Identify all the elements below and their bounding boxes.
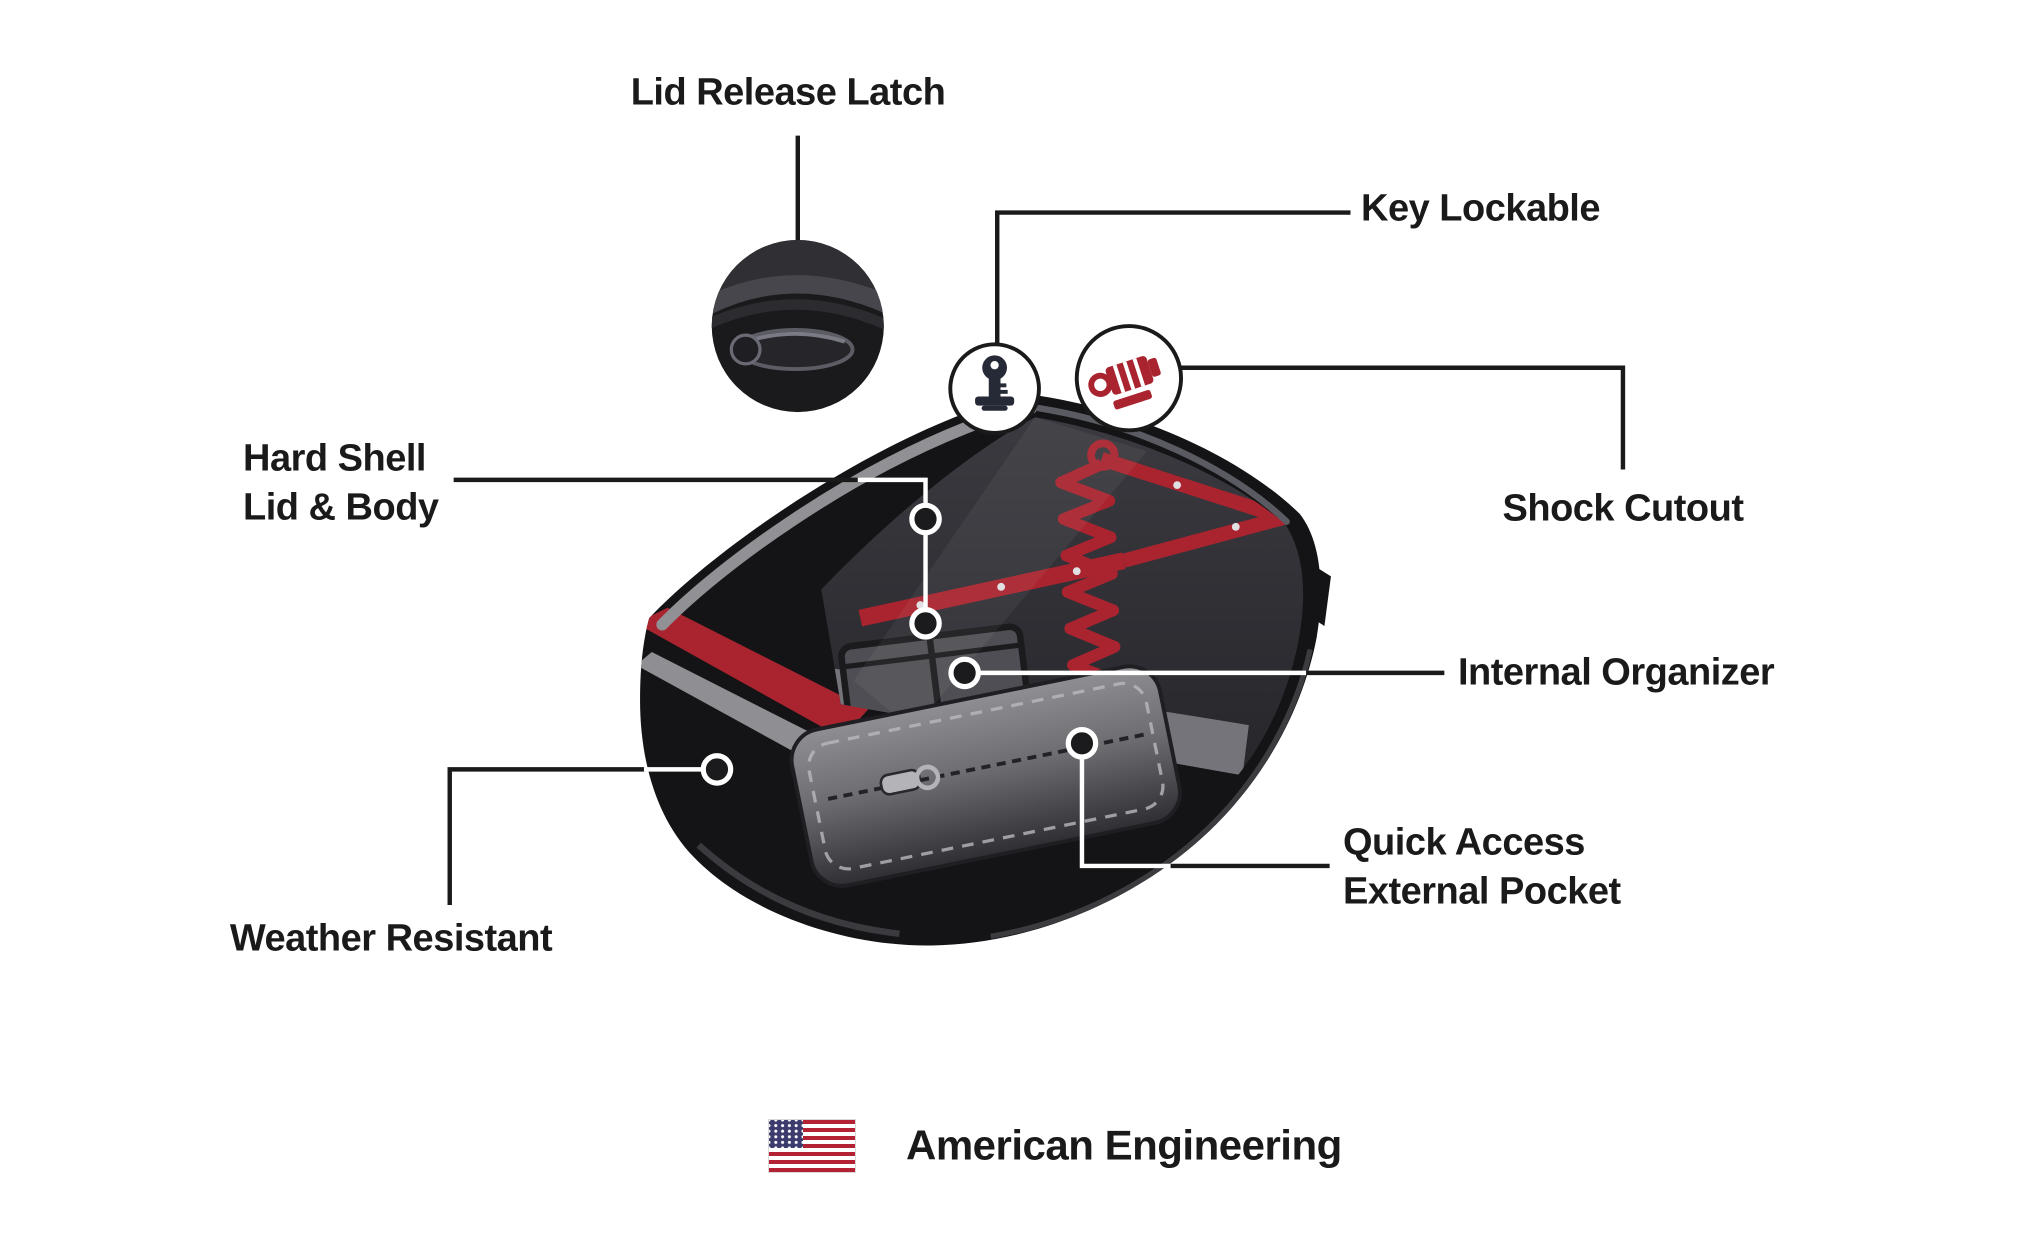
label-quick-access-external-pocket: Quick Access External Pocket [1343,819,1621,918]
latch-photo-content [711,239,884,372]
dot-weather-resistant [700,753,734,786]
us-flag-icon [769,1120,855,1172]
label-hard-shell-line2: Lid & Body [243,487,439,529]
mount-strut-red-lower [1121,510,1286,568]
bolt-dot [997,582,1006,591]
key-head-hole [990,360,999,370]
dot-quick-access [1065,727,1099,760]
shock-icon-bracket [1113,390,1152,410]
window-sheen [853,417,1148,731]
key-tooth [999,389,1008,394]
shock-spring [1055,458,1121,684]
key-badge [948,342,1041,435]
key-icon [975,355,1015,411]
lid-upper-panel [711,239,884,300]
shock-icon-fin [1122,361,1136,390]
label-weather-resistant: Weather Resistant [229,917,553,960]
shock-icon-fin [1132,358,1146,387]
lid-seam-highlight [711,275,884,314]
line-weather-resistant-outer [447,767,646,906]
shock-icon-cap [1147,357,1161,377]
label-quick-access-line2: External Pocket [1343,871,1621,913]
label-internal-organizer: Internal Organizer [1458,651,1775,694]
label-hard-shell-line1: Hard Shell [243,437,426,480]
red-accent-stripe [640,607,869,739]
external-pocket-stitching [807,681,1165,871]
bolt-dot [1072,567,1081,576]
bolt-dot [1173,481,1182,490]
lid-trim-right [1035,404,1290,525]
label-hard-shell-lid-body: Hard Shell Lid & Body [243,435,439,534]
bolt-dot [1231,522,1240,531]
label-quick-access-line1: Quick Access [1343,821,1585,864]
bag-bottom-edge-highlight [696,842,900,937]
latch-pivot [729,333,762,366]
label-american-engineering: American Engineering [906,1121,1342,1169]
dot-internal-organizer [948,656,981,690]
key-lock-foot [981,405,1008,411]
lid-seam-shadow [711,299,884,331]
label-shock-cutout: Shock Cutout [1502,487,1744,530]
label-key-lockable: Key Lockable [1361,187,1601,230]
key-lock-base [975,396,1015,406]
callout-dots [700,502,1099,786]
dot-hard-shell-lid [909,502,942,536]
callout-lines [447,135,1626,906]
key-stem [988,375,1001,398]
mount-strut-red-upper [1099,452,1287,525]
bag-right-edge-highlight [990,648,1313,939]
dot-hard-shell-body [909,607,942,640]
shock-icon-fin [1112,364,1126,394]
bolt-dot [916,601,925,610]
line-key-lockable [995,210,1351,345]
bag-left-accent-stripes [640,607,900,937]
saddlebag-illustration [640,394,1331,946]
key-tooth [999,383,1007,388]
line-quick-access-on-bag [1079,757,1174,869]
line-hard-shell-on-bag [857,477,928,624]
shock-absorber-icon [1088,356,1161,410]
us-flag-canton [769,1120,803,1148]
line-shock-cutout [1178,365,1626,470]
organizer-top-seam [842,642,1022,670]
shock-badge [1074,324,1183,433]
gray-accent-stripe [640,652,837,767]
latch-detail-photo [711,239,884,413]
shock-eyelet [1087,439,1119,471]
zipper-pull-ring [914,764,941,791]
label-lid-release-latch: Lid Release Latch [630,71,946,114]
zipper-pull [879,768,922,796]
